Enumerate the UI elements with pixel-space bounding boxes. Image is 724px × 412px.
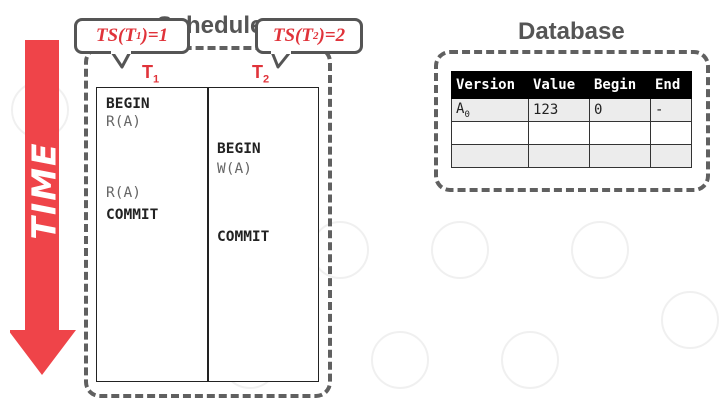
cell-version	[451, 121, 529, 145]
version-table-header: Version Value Begin End	[451, 71, 692, 99]
cell-value: 123	[528, 98, 590, 122]
t1-op-read: R(A)	[106, 114, 141, 130]
cell-end	[650, 144, 692, 168]
table-row	[451, 144, 692, 168]
cell-version	[451, 144, 529, 168]
cell-end: -	[650, 98, 692, 122]
database-title: Database	[518, 18, 625, 45]
cell-begin: 0	[589, 98, 651, 122]
cell-version: A0	[451, 98, 529, 122]
t2-op-write: W(A)	[217, 161, 252, 177]
schedule-column-divider	[207, 87, 209, 382]
txn-label-t1: T1	[142, 62, 160, 86]
callout-tail-t2	[270, 51, 292, 69]
table-row	[451, 121, 692, 145]
cell-value	[528, 144, 590, 168]
column-header-begin: Begin	[589, 71, 651, 99]
version-table: Version Value Begin End A0 123 0 -	[451, 71, 692, 168]
column-header-version: Version	[451, 71, 529, 99]
callout-tail-t1	[110, 51, 132, 69]
column-header-value: Value	[528, 71, 590, 99]
cell-end	[650, 121, 692, 145]
cell-begin	[589, 121, 651, 145]
t1-op-begin: BEGIN	[106, 96, 150, 112]
time-label: TIME	[24, 140, 64, 240]
t2-op-begin: BEGIN	[217, 141, 261, 157]
time-arrow	[10, 40, 76, 375]
schedule-frame	[84, 46, 332, 398]
t1-op-read: R(A)	[106, 185, 141, 201]
cell-begin	[589, 144, 651, 168]
t2-op-commit: COMMIT	[217, 229, 270, 245]
cell-value	[528, 121, 590, 145]
database-frame	[434, 50, 710, 192]
t1-op-commit: COMMIT	[106, 207, 159, 223]
column-header-end: End	[650, 71, 692, 99]
table-row: A0 123 0 -	[451, 98, 692, 122]
txn-label-t2: T2	[252, 62, 270, 86]
